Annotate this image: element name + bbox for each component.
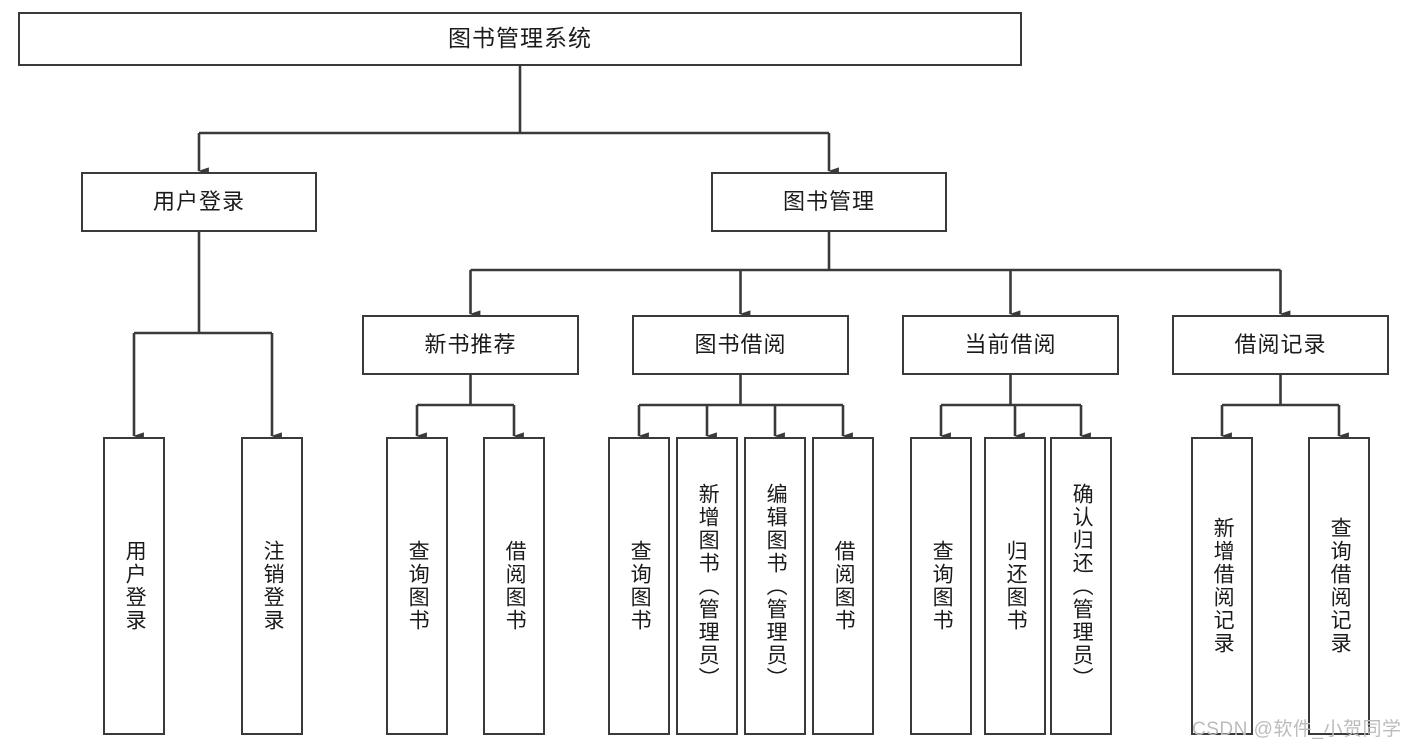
node-leaf-归还图书: 归还图书 <box>984 437 1046 735</box>
node-label: 借阅图书 <box>503 540 527 632</box>
node-leaf-查询借阅记录: 查询借阅记录 <box>1308 437 1370 735</box>
node-leaf-编辑图书管理员: 编辑图书（管理员） <box>744 437 806 735</box>
node-leaf-查询图书: 查询图书 <box>608 437 670 735</box>
node-label: 查询图书 <box>930 540 954 632</box>
node-label: 新书推荐 <box>424 331 517 357</box>
node-label: 借阅图书 <box>832 540 856 632</box>
node-label: 用户登录 <box>152 188 245 214</box>
node-label: 注销登录 <box>261 540 285 632</box>
node-level1-用户登录: 用户登录 <box>81 172 317 232</box>
node-leaf-注销登录: 注销登录 <box>241 437 303 735</box>
node-label: 新增借阅记录 <box>1211 517 1235 655</box>
node-label: 查询图书 <box>406 540 430 632</box>
node-level2-图书借阅: 图书借阅 <box>632 315 849 375</box>
node-leaf-借阅图书: 借阅图书 <box>812 437 874 735</box>
node-level2-借阅记录: 借阅记录 <box>1172 315 1389 375</box>
node-level2-当前借阅: 当前借阅 <box>902 315 1119 375</box>
node-label: 确认归还（管理员） <box>1070 482 1094 690</box>
node-leaf-借阅图书: 借阅图书 <box>483 437 545 735</box>
node-label: 用户登录 <box>123 540 147 632</box>
node-label: 图书借阅 <box>694 331 787 357</box>
node-label: 查询借阅记录 <box>1328 517 1352 655</box>
node-label: 当前借阅 <box>964 331 1057 357</box>
node-leaf-新增借阅记录: 新增借阅记录 <box>1191 437 1253 735</box>
node-label: 新增图书（管理员） <box>696 482 720 690</box>
node-label: 图书管理系统 <box>448 25 592 52</box>
node-leaf-查询图书: 查询图书 <box>910 437 972 735</box>
node-leaf-新增图书管理员: 新增图书（管理员） <box>676 437 738 735</box>
node-label: 查询图书 <box>628 540 652 632</box>
node-level2-新书推荐: 新书推荐 <box>362 315 579 375</box>
csdn-watermark: CSDN @软件_小贺同学 <box>1192 719 1402 740</box>
node-label: 借阅记录 <box>1234 331 1327 357</box>
node-root-图书管理系统: 图书管理系统 <box>18 12 1022 66</box>
node-label: 图书管理 <box>782 188 875 214</box>
node-label: 归还图书 <box>1004 540 1028 632</box>
node-level1-图书管理: 图书管理 <box>711 172 947 232</box>
node-leaf-确认归还管理员: 确认归还（管理员） <box>1050 437 1112 735</box>
node-label: 编辑图书（管理员） <box>764 482 788 690</box>
node-leaf-用户登录: 用户登录 <box>103 437 165 735</box>
node-leaf-查询图书: 查询图书 <box>386 437 448 735</box>
